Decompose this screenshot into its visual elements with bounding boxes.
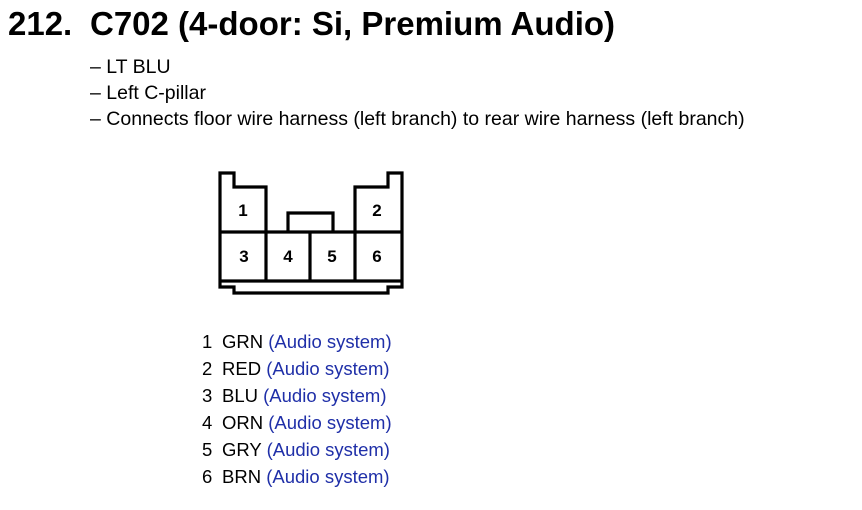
pin-number: 3 — [202, 385, 213, 406]
pin-row: 4 ORN (Audio system) — [202, 409, 392, 436]
pin-label-4: 4 — [283, 247, 293, 266]
pin-number: 1 — [202, 331, 213, 352]
audio-system-link[interactable]: (Audio system) — [268, 412, 392, 433]
pin-row: 1 GRN (Audio system) — [202, 328, 392, 355]
connector-title: C702 (4-door: Si, Premium Audio) — [90, 5, 616, 42]
page-title: 212. C702 (4-door: Si, Premium Audio) — [8, 2, 615, 46]
wire-color: BLU — [222, 385, 258, 406]
connector-diagram: 1 2 3 4 5 6 — [218, 171, 404, 295]
connector-housing — [218, 171, 404, 295]
pin-label-5: 5 — [327, 247, 336, 266]
pin-row: 6 BRN (Audio system) — [202, 463, 392, 490]
wire-color: GRY — [222, 439, 262, 460]
wire-color: BRN — [222, 466, 262, 487]
audio-system-link[interactable]: (Audio system) — [263, 385, 387, 406]
audio-system-link[interactable]: (Audio system) — [266, 466, 390, 487]
wire-color: GRN — [222, 331, 264, 352]
detail-color: – LT BLU — [90, 56, 171, 78]
connector-details: – LT BLU – Left C-pillar – Connects floo… — [90, 54, 745, 132]
connector-lock-tab — [286, 211, 335, 232]
wire-color: RED — [222, 358, 262, 379]
detail-location: – Left C-pillar — [90, 82, 206, 104]
detail-connection: – Connects floor wire harness (left bran… — [90, 108, 745, 130]
pin-row: 3 BLU (Audio system) — [202, 382, 392, 409]
audio-system-link[interactable]: (Audio system) — [268, 331, 392, 352]
pin-number: 6 — [202, 466, 213, 487]
pin-label-6: 6 — [372, 247, 381, 266]
pin-label-3: 3 — [239, 247, 248, 266]
pin-row: 5 GRY (Audio system) — [202, 436, 392, 463]
pin-label-2: 2 — [372, 201, 381, 220]
audio-system-link[interactable]: (Audio system) — [266, 439, 390, 460]
pin-number: 4 — [202, 412, 213, 433]
audio-system-link[interactable]: (Audio system) — [266, 358, 390, 379]
wire-color: ORN — [222, 412, 264, 433]
pin-number: 5 — [202, 439, 213, 460]
pin-number: 2 — [202, 358, 213, 379]
pin-label-1: 1 — [238, 201, 247, 220]
section-number: 212. — [8, 5, 73, 42]
pin-row: 2 RED (Audio system) — [202, 355, 392, 382]
